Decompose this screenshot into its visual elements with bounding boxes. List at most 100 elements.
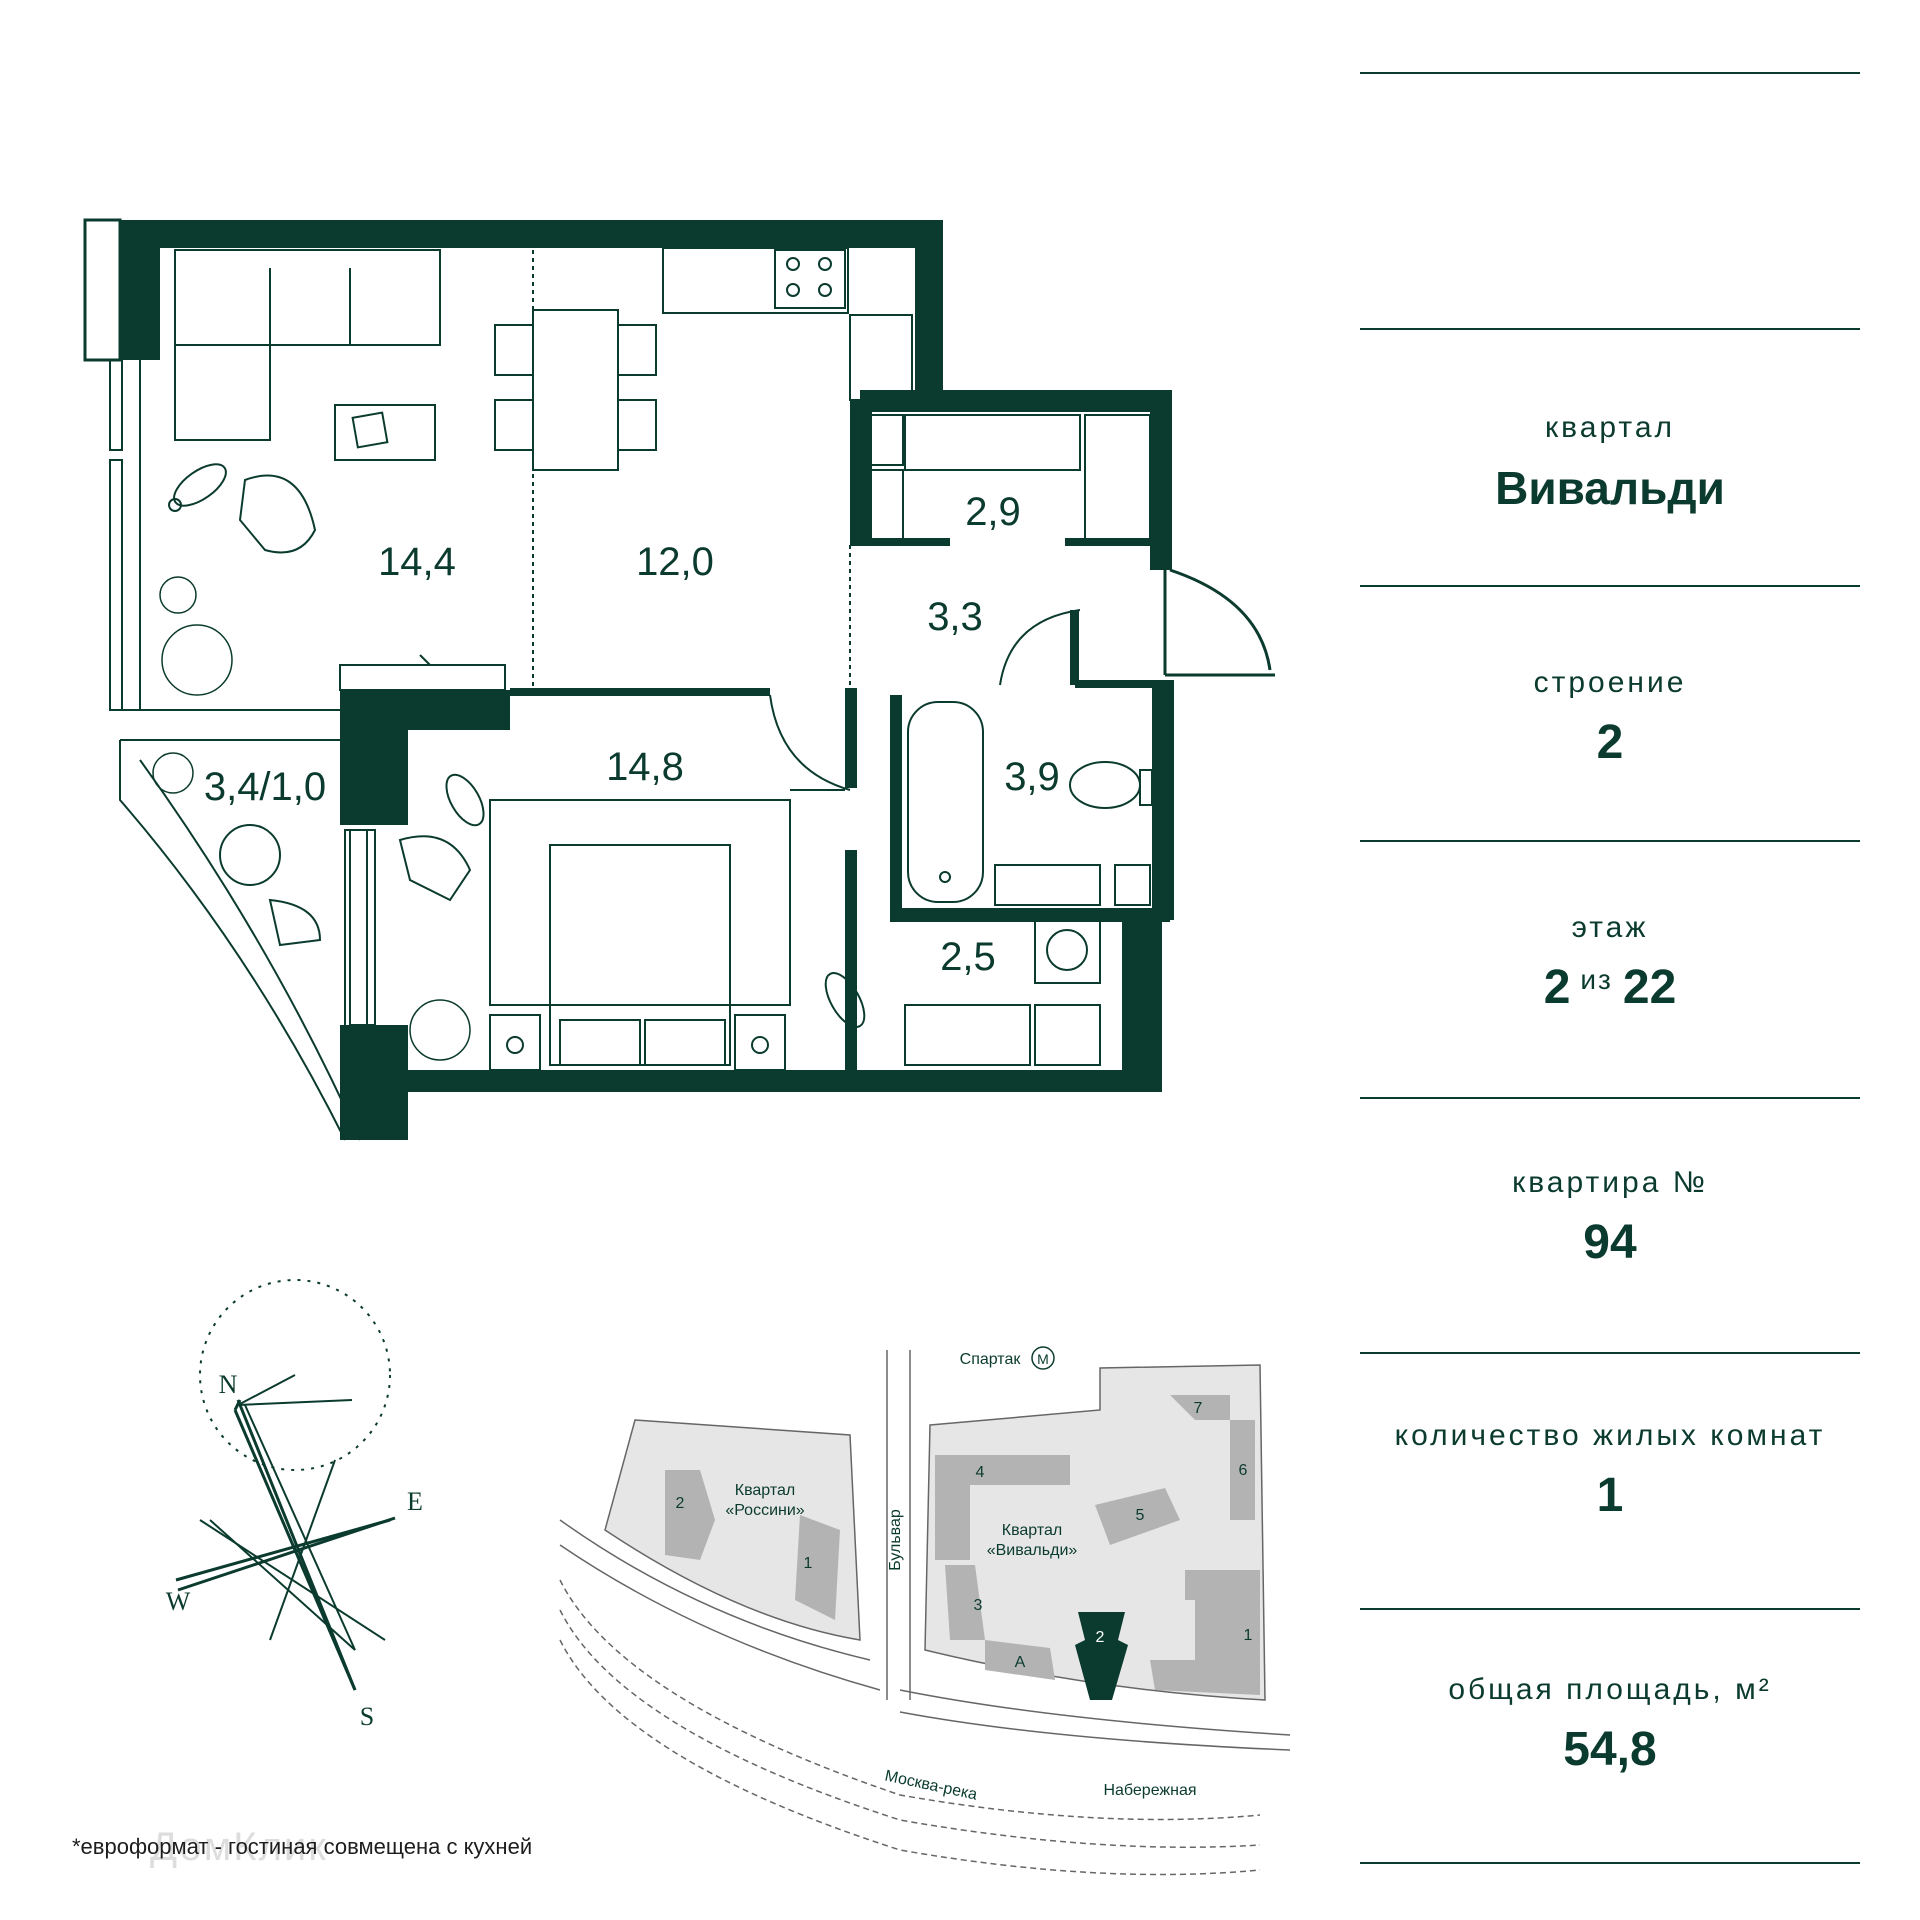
wall-mid-right	[510, 688, 770, 696]
building-label-a: A	[1015, 1654, 1026, 1671]
highlight-label: 2	[1096, 1629, 1105, 1646]
building-label-4: 4	[976, 1464, 985, 1481]
district-value: Вивальди	[1495, 462, 1725, 514]
floor-total: 22	[1622, 961, 1677, 1014]
wall-left-lower	[340, 1025, 408, 1140]
vivaldi-name: «Вивальди»	[987, 1542, 1078, 1559]
divider	[1360, 1608, 1860, 1610]
stove	[774, 249, 846, 309]
furniture	[168, 247, 1153, 1071]
floor-block: этаж 2 из 22	[1360, 910, 1860, 1022]
room-labels: 14,4 12,0 2,9 3,3 3,9 14,8 2,5 3,4/1,0	[204, 490, 1060, 979]
wall-wardrobe-bottom	[850, 538, 950, 546]
building-block: строение 2	[1360, 665, 1860, 771]
wall-wardrobe-bottom-r	[1065, 538, 1165, 546]
wall-bottom	[405, 1070, 1162, 1092]
wall-kitchen-bath	[850, 400, 872, 545]
district-block: квартал Вивальди	[1360, 410, 1860, 516]
area-hall: 3,3	[927, 595, 983, 639]
tv-console	[339, 664, 506, 691]
windows	[109, 359, 368, 1031]
area-living: 14,4	[378, 540, 456, 584]
area-wardrobe: 2,9	[965, 490, 1021, 534]
vivaldi-b7	[1170, 1395, 1230, 1420]
vivaldi-b6	[1230, 1420, 1255, 1520]
floor-label: этаж	[1571, 911, 1649, 944]
walls	[83, 218, 1174, 1140]
vivaldi-block	[924, 1364, 1266, 1701]
road-1	[559, 1519, 871, 1661]
area-value: 54,8	[1563, 1723, 1657, 1776]
entry-door	[1163, 565, 1275, 677]
floor-value: 2	[1543, 961, 1571, 1014]
compass-e: E	[407, 1487, 423, 1516]
rooms-value: 1	[1596, 1469, 1624, 1522]
wall-right-lower	[1122, 915, 1162, 1090]
area-bathroom: 3,9	[1004, 755, 1060, 799]
river-waves-1	[559, 1579, 1261, 1821]
river-label: Москва-река	[883, 1768, 979, 1804]
metro-icon: М	[1037, 1351, 1049, 1367]
floor-of: из	[1580, 964, 1613, 995]
vivaldi-b4	[935, 1455, 1070, 1560]
armchair	[238, 474, 317, 554]
river-waves-3	[559, 1639, 1261, 1876]
washbasin	[994, 864, 1101, 906]
sofa	[174, 249, 441, 346]
divider	[1360, 1862, 1860, 1864]
apartment-value: 94	[1583, 1216, 1637, 1269]
rooms-block: количество жилых комнат 1	[1360, 1418, 1860, 1524]
floor-value-row: 2 из 22	[1360, 960, 1860, 1022]
wall-left-upper	[120, 220, 160, 360]
info-panel: квартал Вивальди строение 2 этаж 2 из 22 к…	[1360, 0, 1860, 1920]
road-4	[899, 1711, 1291, 1751]
area-kitchen: 12,0	[636, 540, 714, 584]
road-2	[559, 1544, 881, 1691]
plants	[152, 576, 471, 1061]
toilet	[1069, 761, 1141, 809]
metro-icon-circle	[1031, 1346, 1055, 1370]
compass-w: W	[166, 1587, 191, 1616]
compass-circle	[199, 1279, 391, 1471]
compass-n: N	[219, 1370, 238, 1399]
apartment-label: квартира №	[1512, 1166, 1708, 1199]
entry-left-jamb	[1070, 610, 1078, 685]
building-label-3: 3	[974, 1597, 983, 1614]
metro-label: Спартак	[960, 1351, 1022, 1368]
rooms-label: количество жилых комнат	[1394, 1419, 1826, 1452]
area-bedroom: 14,8	[606, 745, 684, 789]
watermark: ДомКлик	[150, 1825, 328, 1869]
rossini-name: «Россини»	[725, 1502, 804, 1519]
divider	[1360, 328, 1860, 330]
bathtub	[907, 701, 984, 903]
rossini-label-2: 2	[676, 1495, 685, 1512]
district-label: квартал	[1544, 411, 1676, 444]
bed-rug	[489, 799, 791, 1006]
wall-right-wardrobe	[1150, 390, 1172, 570]
building-label: строение	[1533, 666, 1687, 699]
divider	[1360, 1097, 1860, 1099]
divider	[1360, 72, 1860, 74]
wall-bath-left	[890, 695, 902, 915]
building-value: 2	[1596, 716, 1624, 769]
rossini-label: Квартал	[735, 1482, 795, 1499]
washing-machine	[1034, 917, 1101, 984]
sink	[849, 314, 913, 401]
wall-bath-right	[1152, 680, 1174, 920]
area-label: общая площадь, м²	[1448, 1673, 1772, 1706]
embankment-label: Набережная	[1103, 1782, 1196, 1799]
wall-mid	[340, 690, 510, 730]
road-3	[899, 1689, 1291, 1736]
area-corridor: 2,5	[940, 935, 996, 979]
area-block: общая площадь, м² 54,8	[1360, 1672, 1860, 1778]
vivaldi-b3	[945, 1565, 985, 1640]
compass-needle-ns	[237, 1399, 353, 1406]
site-map: М Спартак Квартал «Россини» Квартал «Вив…	[559, 1346, 1291, 1876]
wardrobe-unit	[904, 414, 1081, 471]
compass-rose	[175, 1279, 391, 1691]
boulevard-label: Бульвар	[887, 1509, 904, 1571]
wall-top	[120, 220, 940, 248]
building-label-6: 6	[1239, 1462, 1248, 1479]
column-tl	[83, 218, 122, 362]
